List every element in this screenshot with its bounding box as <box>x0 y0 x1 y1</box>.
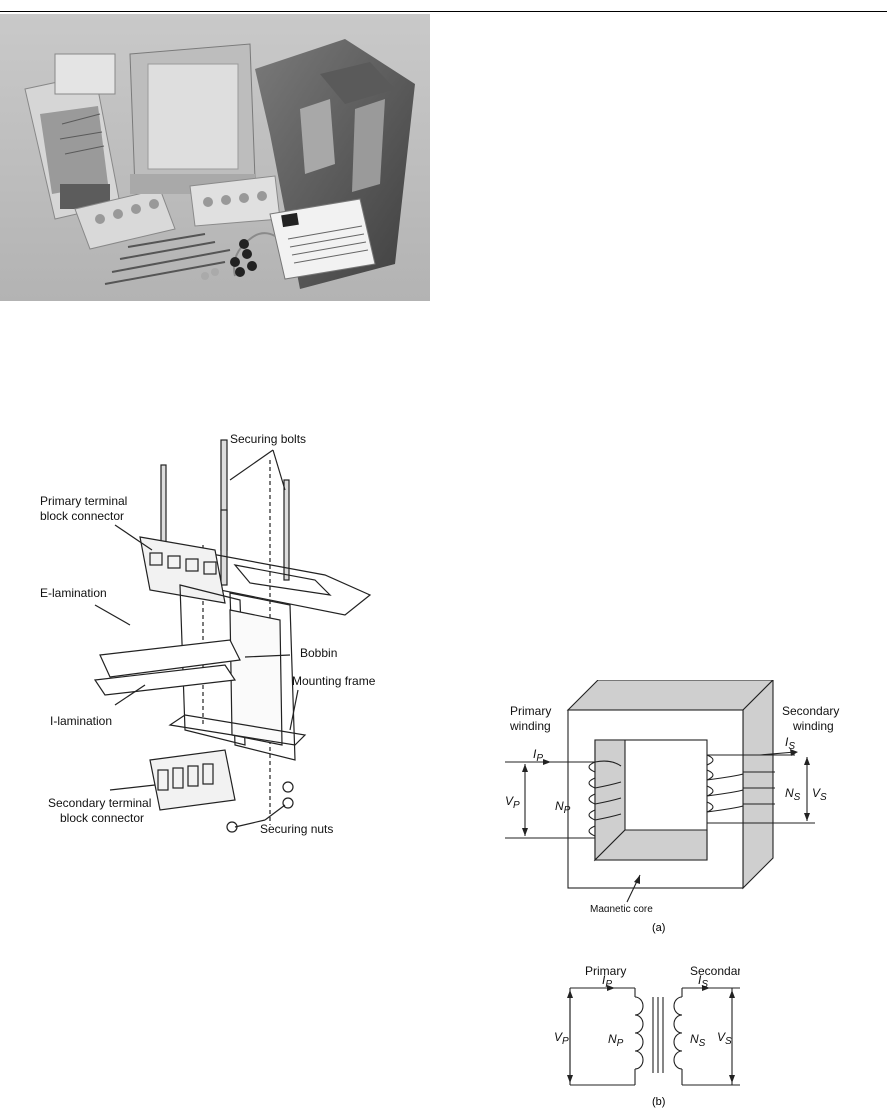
label-primary-block-2: block connector <box>40 509 124 523</box>
label-primary-block-1: Primary terminal <box>40 494 127 508</box>
label-mounting-frame: Mounting frame <box>292 674 376 688</box>
label-securing-nuts: Securing nuts <box>260 822 333 836</box>
label-vp-a: VP <box>505 794 520 811</box>
label-secondary-winding-2: winding <box>792 719 834 733</box>
mounting-frame-photo <box>129 43 256 194</box>
label-vs-a: VS <box>812 786 827 803</box>
label-vs-b: VS <box>717 1030 732 1047</box>
label-secondary-block-1: Secondary terminal <box>48 796 151 810</box>
nuts-photo <box>201 239 257 280</box>
label-ip-b: IP <box>602 973 612 990</box>
label-magnetic-core: Magnetic core <box>590 904 653 912</box>
exploded-view-diagram: Securing bolts Primary terminal block co… <box>40 432 376 836</box>
bolts-photo <box>104 232 276 285</box>
label-np-a: NP <box>555 799 571 816</box>
header-rule <box>0 11 887 12</box>
label-np-b: NP <box>608 1032 624 1049</box>
label-is-b: IS <box>698 973 708 990</box>
label-primary-winding-1: Primary <box>510 704 551 718</box>
label-primary-winding-2: winding <box>509 719 551 733</box>
label-primary-b: Primary <box>585 964 626 978</box>
figure-b-transformer-symbol: Primary Secondary IP IS VP NP NS VS <box>554 964 740 1086</box>
label-securing-bolts: Securing bolts <box>230 432 306 446</box>
label-card-photo <box>269 198 376 280</box>
label-bobbin: Bobbin <box>300 646 337 660</box>
caption-a: (a) <box>652 922 666 934</box>
terminal-block-photo-1 <box>74 188 176 250</box>
caption-b: (b) <box>652 1096 666 1108</box>
label-e-lamination: E-lamination <box>40 586 107 600</box>
label-secondary-block-2: block connector <box>60 811 144 825</box>
label-ip-a: IP <box>533 747 543 764</box>
label-ns-b: NS <box>690 1032 706 1049</box>
label-is-a: IS <box>785 735 795 752</box>
label-i-lamination: I-lamination <box>50 714 112 728</box>
label-secondary-b: Secondary <box>690 964 740 978</box>
label-ns-a: NS <box>785 786 801 803</box>
label-secondary-winding-1: Secondary <box>782 704 839 718</box>
figure-a-transformer-core: Primary winding Secondary winding IP IS … <box>505 680 839 912</box>
label-vp-b: VP <box>554 1030 569 1047</box>
transformer-kit-photo <box>0 14 430 301</box>
